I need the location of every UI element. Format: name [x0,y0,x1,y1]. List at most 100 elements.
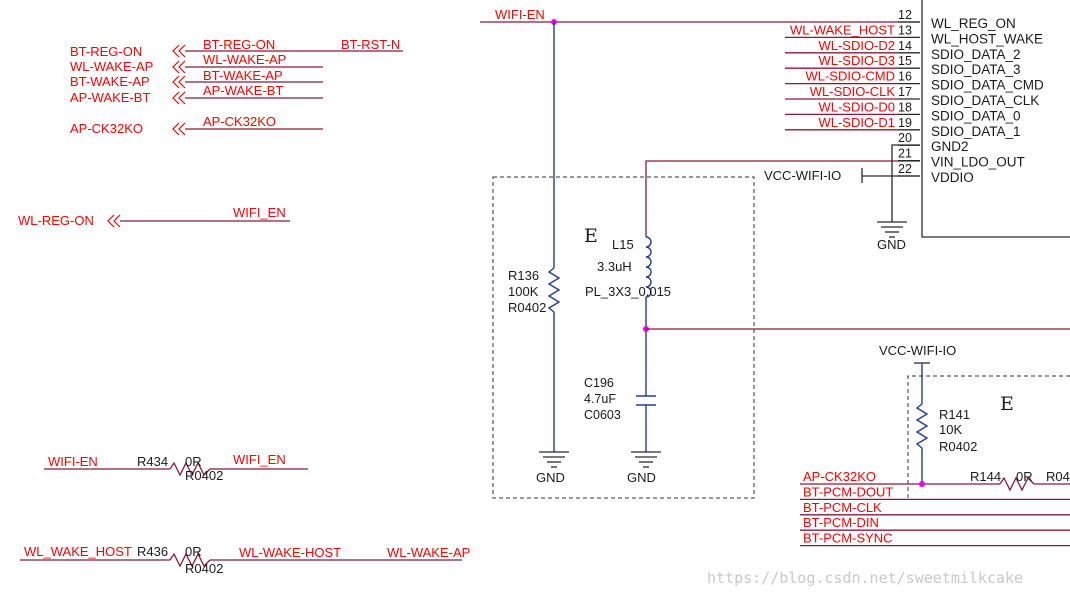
pin-net-label: WL-SDIO-CLK [810,84,896,99]
pin-net-label: WL-SDIO-D1 [818,115,895,130]
r434-bridge: WIFI-EN R434 0R R0402 WIFI_EN [44,452,308,483]
net-label-wl-wake-ap: WL-WAKE-AP [203,52,286,67]
r144-ref: R144 [970,469,1001,484]
port-label-ap-wake-bt: AP-WAKE-BT [70,90,150,105]
resistor-r436-symbol [169,552,211,568]
port-label-bt-reg-on: BT-REG-ON [70,44,142,59]
pin-number: 21 [898,147,912,161]
net-label-bt-wake-ap: BT-WAKE-AP [203,68,283,83]
net-label-wifi-en-us: WIFI_EN [233,205,286,220]
gnd-label-c196: GND [627,470,656,485]
pcm-net-label: BT-PCM-CLK [803,500,882,515]
pin-name: GND2 [931,139,969,154]
r136-footprint: R0402 [508,300,546,315]
ldo-filter: E L15 3.3uH PL_3X3_0.015 C196 4.7uF C060… [492,160,1070,499]
pin-net-label: WL-SDIO-D0 [818,99,895,114]
pcm-rows: AP-CK32KOBT-PCM-DOUTBT-PCM-CLKBT-PCM-DIN… [800,469,1070,547]
pin-number: 20 [898,131,912,145]
wire-vin-ldo-out [645,160,920,237]
pin-name: SDIO_DATA_3 [931,62,1021,77]
pin-number: 13 [898,23,912,37]
dashed-block-right [907,375,1070,500]
gnd-label-module: GND [877,237,906,252]
r144-value: 0R [1016,469,1033,484]
c196-ref: C196 [584,376,614,390]
pin-name: SDIO_DATA_CMD [931,78,1044,93]
pin-number: 12 [898,8,912,22]
block-mark-left: E [584,225,598,247]
port-label-ap-ck32ko: AP-CK32KO [70,121,143,136]
net-label-wl-wake-host: WL-WAKE-HOST [239,545,341,560]
c196-value: 4.7uF [584,392,616,406]
pin-name: SDIO_DATA_1 [931,124,1021,139]
pin-number: 17 [898,85,912,99]
pin-name: SDIO_DATA_CLK [931,93,1039,108]
wifi-module-connector: 12WL_REG_ON13WL_HOST_WAKEWL-WAKE_HOST14S… [764,0,1070,252]
r434-footprint: R0402 [185,468,223,483]
r434-ref: R434 [137,454,168,469]
pin-net-label: WL-WAKE_HOST [790,22,895,37]
double-chevron-icon [172,60,186,74]
vcc-wifi-io-label-bottom: VCC-WIFI-IO [879,343,956,358]
wire-gnd2 [891,144,920,222]
r436-bridge: WL_WAKE_HOST R436 0R R0402 WL-WAKE-HOST … [20,544,470,576]
pin-name: VIN_LDO_OUT [931,155,1025,170]
r141-footprint: R0402 [939,439,977,454]
double-chevron-icon [172,91,186,105]
r436-value: 0R [185,544,202,559]
port-label-wl-reg-on: WL-REG-ON [18,213,94,228]
port-label-bt-wake-ap: BT-WAKE-AP [70,74,150,89]
r434-value: 0R [185,454,202,469]
l15-value: 3.3uH [597,259,632,274]
net-label-wl-wake-host-us: WL_WAKE_HOST [24,544,132,559]
wifi-en-pulldown: WIFI-EN R136 100K R0402 GND [480,7,920,485]
net-label-bt-rst-n: BT-RST-N [341,37,400,52]
pcm-net-label: BT-PCM-DOUT [803,484,893,499]
l15-footprint: PL_3X3_0.015 [585,284,671,299]
r141-value: 10K [939,422,962,437]
junction-dot [919,481,925,487]
pin-name: VDDIO [931,170,974,185]
net-label-wifi-en: WIFI-EN [48,454,98,469]
block-mark-right: E [1000,393,1014,415]
resistor-r136-symbol [547,267,561,313]
pcm-net-label: AP-CK32KO [803,469,876,484]
c196-footprint: C0603 [584,408,621,422]
gnd-symbol-icon [877,221,907,238]
pin-name: SDIO_DATA_2 [931,47,1021,62]
r136-ref: R136 [508,268,539,283]
double-chevron-icon [107,214,121,228]
offpage-port-group: BT-REG-ON BT-REG-ON BT-RST-N WL-WAKE-AP … [18,37,403,228]
resistor-r144-symbol [999,476,1035,492]
r141-ref: R141 [939,407,970,422]
module-body-outline [921,0,1070,238]
pin-number: 19 [898,116,912,130]
gnd-label-r136: GND [536,470,565,485]
r144-footprint: R04 [1046,469,1070,484]
r436-footprint: R0402 [185,561,223,576]
inductor-l15-symbol [645,236,652,298]
dashed-block-left [492,176,755,499]
net-label-ap-wake-bt: AP-WAKE-BT [203,83,283,98]
pin-net-label: WL-SDIO-D2 [818,38,895,53]
r136-value: 100K [508,284,539,299]
double-chevron-icon [172,122,186,136]
pin-number: 15 [898,54,912,68]
bt-pcm-block: VCC-WIFI-IO R141 10K R0402 E AP-CK32KOBT… [800,343,1070,547]
double-chevron-icon [172,75,186,89]
net-label-wl-wake-ap-out: WL-WAKE-AP [387,545,470,560]
pcm-net-label: BT-PCM-SYNC [803,531,893,546]
pin-net-label: WL-SDIO-CMD [805,69,895,84]
pin-rows: 12WL_REG_ON13WL_HOST_WAKEWL-WAKE_HOST14S… [785,8,1044,185]
net-label-wifi-en-top: WIFI-EN [495,7,545,22]
r436-ref: R436 [137,544,168,559]
resistor-r434-symbol [169,461,211,477]
gnd-symbol-icon [539,451,569,468]
net-label-ap-ck32ko: AP-CK32KO [203,114,276,129]
resistor-r141-symbol [915,403,929,449]
pin-name: SDIO_DATA_0 [931,108,1021,123]
pin-number: 14 [898,39,912,53]
net-label-bt-reg-on: BT-REG-ON [203,37,275,52]
pin-number: 16 [898,70,912,84]
